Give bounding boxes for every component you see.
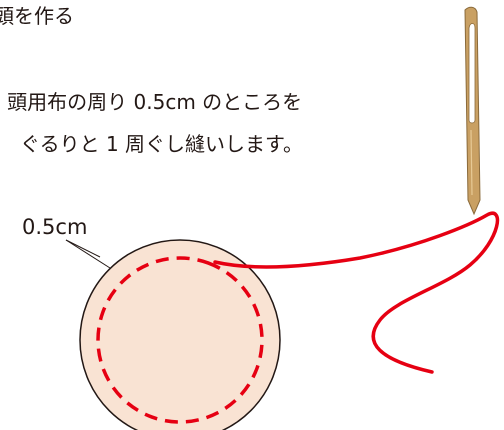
fabric-circle [79,239,281,430]
dimension-leader-lines [65,239,111,269]
dimension-label: 0.5cm [22,215,88,239]
running-stitch-dashed-line [96,256,264,424]
red-thread [213,211,500,374]
sewing-needle-icon [464,6,481,216]
step-heading: 頭を作る [0,4,74,28]
instruction-line-1: ) 頭用布の周り 0.5cm のところを [0,90,303,114]
instruction-line-2: ぐるりと 1 周ぐし縫いします。 [20,132,304,156]
